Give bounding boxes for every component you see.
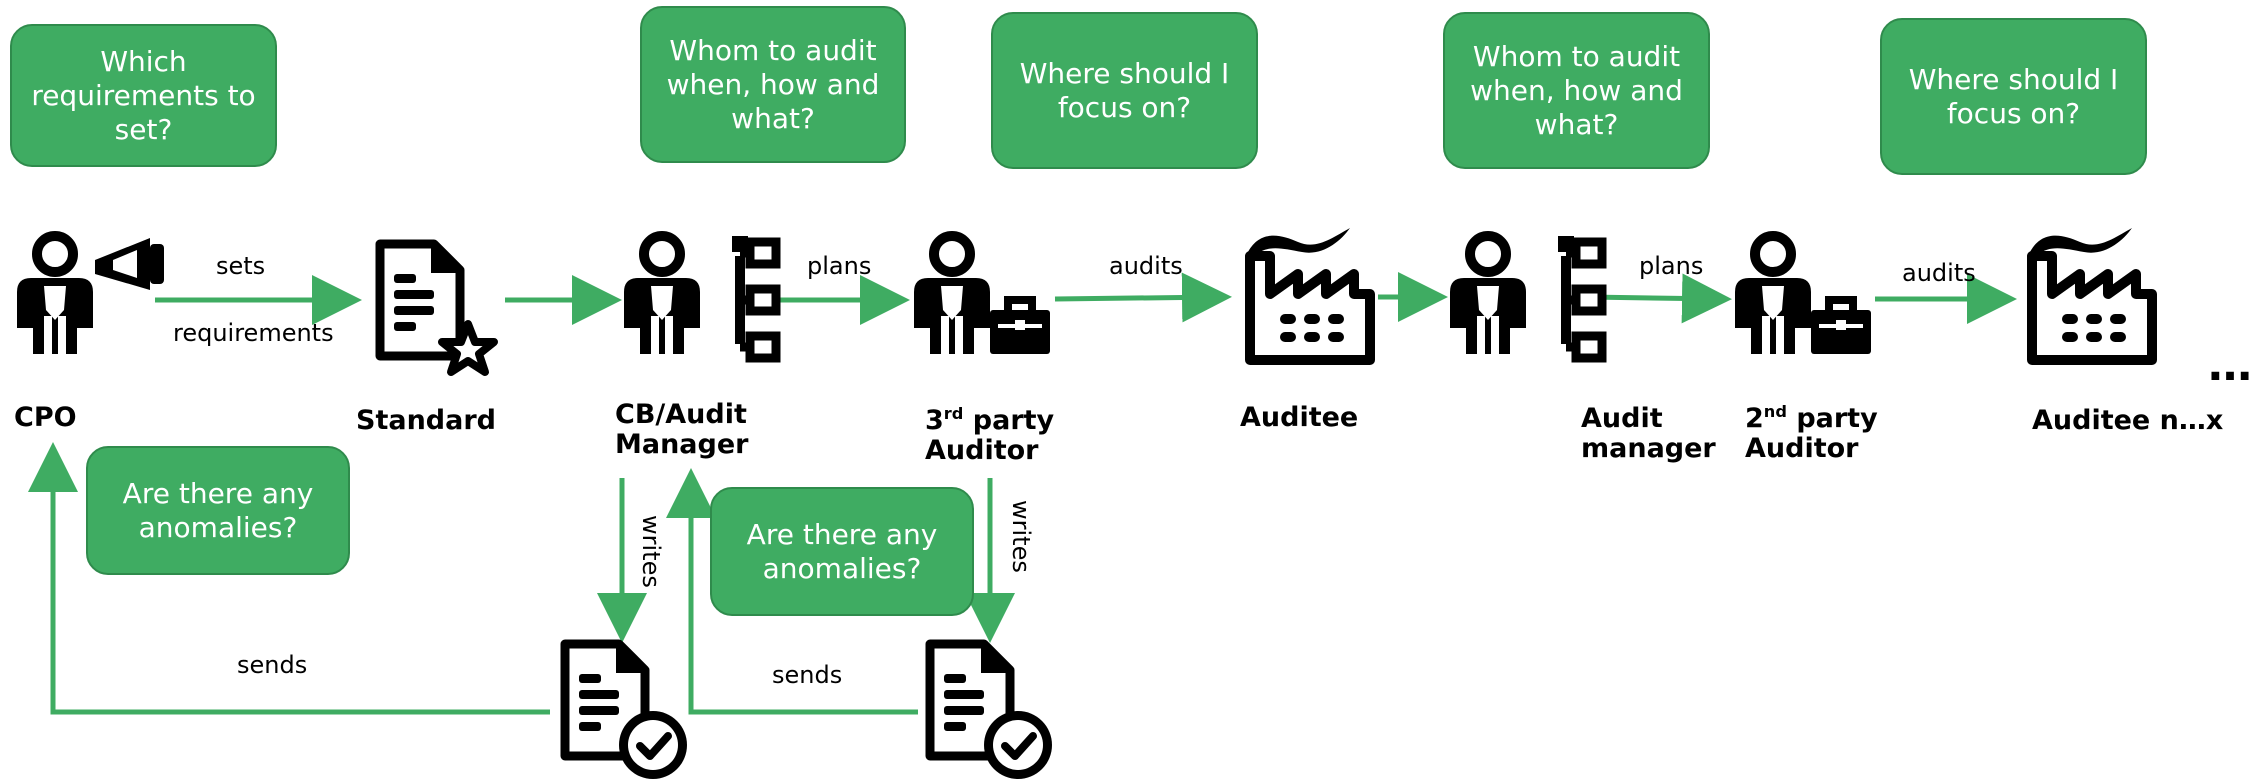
bubble-text: Whom to audit when, how and what?	[1470, 39, 1683, 141]
question-bubble: Whom to audit when, how and what?	[640, 6, 906, 163]
edge-label-requirements: requirements	[173, 319, 334, 347]
bubble-text: Where should I focus on?	[1019, 56, 1230, 124]
factory-icon	[2030, 228, 2152, 360]
edge-report-sends-cb	[666, 468, 918, 715]
person-org-chart-icon	[624, 236, 776, 358]
person-org-chart-icon	[1450, 236, 1602, 358]
edge-label-audits: audits	[1109, 252, 1183, 280]
edge-label-writes: writes	[1007, 500, 1035, 573]
role-line-1: 2nd party	[1745, 402, 1878, 434]
role-line-1: CB/Audit	[615, 399, 747, 430]
bubble-text: Are there any anomalies?	[122, 476, 314, 544]
role-num: 3	[925, 405, 944, 436]
role-rest: party	[1786, 403, 1878, 434]
question-bubble: Are there any anomalies?	[86, 446, 350, 575]
role-line-2: manager	[1581, 433, 1716, 464]
role-third-party-auditor: 3rd party Auditor	[925, 404, 1055, 466]
role-num: 2	[1745, 403, 1764, 434]
role-line-2: Manager	[615, 429, 749, 460]
edge-label-sets: sets	[216, 252, 266, 280]
role-rest: party	[963, 405, 1055, 436]
question-bubble: Where should I focus on?	[1880, 18, 2147, 175]
person-briefcase-icon	[1735, 236, 1871, 354]
role-line-2: Auditor	[925, 435, 1039, 466]
edge-label-plans: plans	[807, 252, 872, 280]
role-line-2: Auditor	[1745, 433, 1859, 464]
edge-manager-auditor2	[1587, 273, 1732, 324]
factory-icon	[1248, 228, 1370, 360]
question-bubble: Whom to audit when, how and what?	[1443, 12, 1710, 169]
continuation-ellipsis: …	[2208, 340, 2252, 391]
role-sup: nd	[1763, 402, 1787, 421]
document-check-icon	[930, 644, 1052, 779]
question-bubble: Where should I focus on?	[991, 12, 1258, 169]
role-auditee: Auditee	[1240, 403, 1358, 433]
bubble-text: Whom to audit when, how and what?	[666, 33, 880, 135]
role-auditee-text: Auditee	[1240, 402, 1359, 433]
document-check-icon	[565, 644, 687, 779]
role-audit-manager: Audit manager	[1581, 404, 1716, 464]
edge-report-sends-cpo	[27, 442, 550, 715]
bubble-text: Are there any anomalies?	[746, 517, 938, 585]
person-briefcase-icon	[914, 236, 1050, 354]
role-standard-text: Standard	[356, 405, 496, 436]
role-auditee-n: Auditee n…x	[2032, 406, 2223, 436]
question-bubble: Are there any anomalies?	[710, 487, 974, 616]
edge-label-sends: sends	[772, 661, 843, 689]
role-cpo-text: CPO	[14, 402, 77, 433]
role-auditee-n-text: Auditee n…x	[2032, 405, 2224, 436]
role-second-party-auditor: 2nd party Auditor	[1745, 402, 1878, 464]
edge-label-plans: plans	[1639, 252, 1704, 280]
role-cpo: CPO	[14, 403, 77, 433]
edge-label-audits: audits	[1902, 259, 1976, 287]
edge-label-writes: writes	[637, 515, 665, 588]
edge-auditor-auditee	[1054, 272, 1232, 323]
role-line-1: 3rd party	[925, 404, 1055, 436]
document-star-icon	[380, 244, 498, 376]
role-standard: Standard	[356, 406, 496, 436]
question-bubble: Which requirements to set?	[10, 24, 277, 167]
role-line-1: Audit	[1581, 403, 1663, 434]
bubble-text: Where should I focus on?	[1908, 62, 2119, 130]
edge-label-sends: sends	[237, 651, 308, 679]
person-megaphone-icon	[17, 236, 164, 354]
role-sup: rd	[943, 404, 964, 423]
role-cb-audit-manager: CB/Audit Manager	[615, 400, 748, 460]
bubble-text: Which requirements to set?	[31, 44, 256, 146]
